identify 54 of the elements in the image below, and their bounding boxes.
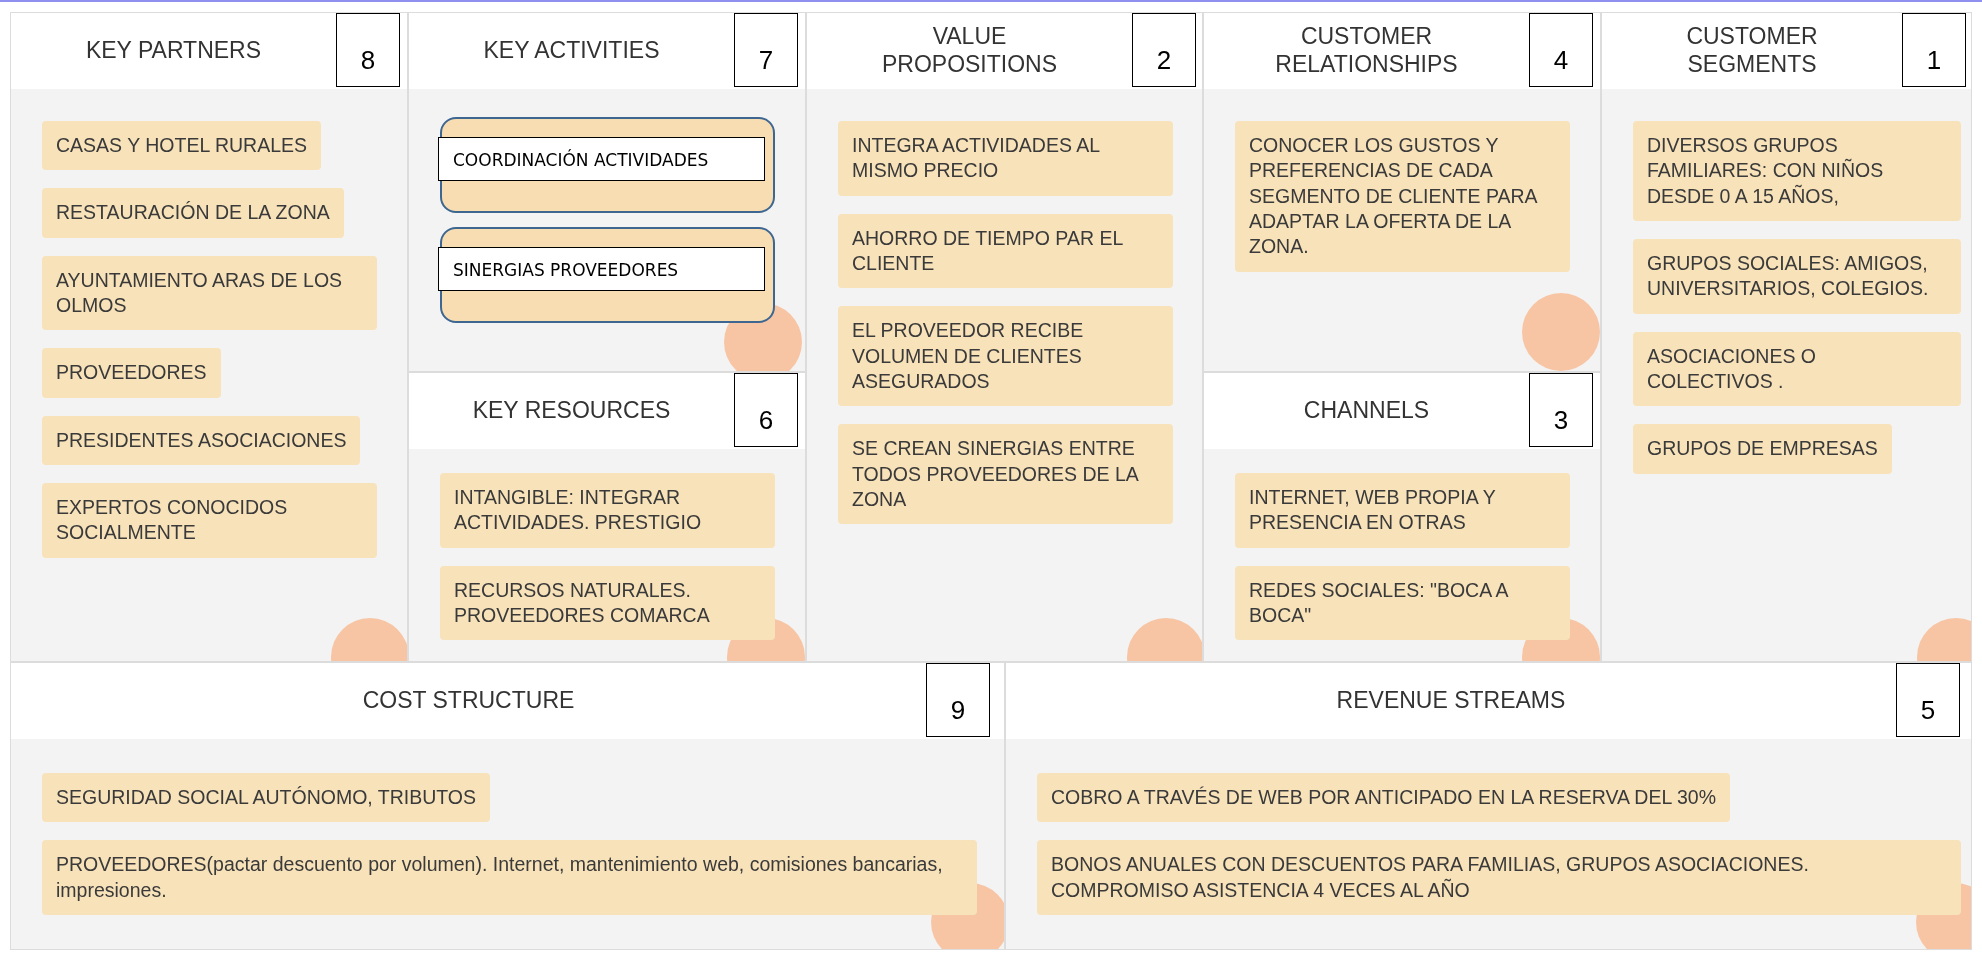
note-card: GRUPOS SOCIALES: AMIGOS, UNIVERSITARIOS, COLEGIOS. <box>1633 239 1961 314</box>
note-card: GRUPOS DE EMPRESAS <box>1633 424 1892 474</box>
note-card: COBRO A TRAVÉS DE WEB POR ANTICIPADO EN LA RESERVA DEL 30% <box>1037 773 1731 823</box>
step-number: 8 <box>336 13 400 87</box>
note-card: CONOCER LOS GUSTOS Y PREFERENCIAS DE CADA SEGMENTO DE CLIENTE PARA ADAPTAR LA OFERTA DE LA ZONA. <box>1235 121 1570 272</box>
note-card: INTANGIBLE: INTEGRAR ACTIVIDADES. PRESTIGIO <box>440 473 775 548</box>
step-number: 5 <box>1896 663 1960 737</box>
section-title: REVENUE STREAMS <box>1335 686 1567 716</box>
note-card: PROVEEDORES <box>42 348 221 398</box>
note-card: RECURSOS NATURALES. PROVEEDORES COMARCA <box>440 565 775 641</box>
note-card: BONOS ANUALES CON DESCUENTOS PARA FAMILIAS, GRUPOS ASOCIACIONES. COMPROMISO ASISTENCIA 4 VECES AL AÑO <box>1037 840 1961 916</box>
section-title: COST STRUCTURE <box>361 686 576 716</box>
note-card: DIVERSOS GRUPOS FAMILIARES: CON NIÑOS DESDE 0 A 15 AÑOS, <box>1633 121 1961 222</box>
canvas-section <box>10 12 408 662</box>
canvas-section <box>408 372 806 662</box>
canvas-section <box>1601 12 1972 662</box>
note-card: EXPERTOS CONOCIDOS SOCIALMENTE <box>42 483 377 558</box>
note-card: REDES SOCIALES: "BOCA A BOCA" <box>1235 565 1570 641</box>
canvas-section <box>1203 12 1601 372</box>
section-title: CUSTOMER SEGMENTS <box>1685 22 1819 79</box>
note-card: PRESIDENTES ASOCIACIONES <box>42 415 361 466</box>
note-card: ASOCIACIONES O COLECTIVOS . <box>1633 331 1961 407</box>
note-card: PROVEEDORES(pactar descuento por volumen). Internet, mantenimiento web, comisiones bancarias, impresiones. <box>42 840 977 916</box>
note-card: INTERNET, WEB PROPIA Y PRESENCIA EN OTRAS <box>1235 473 1570 548</box>
step-number: 6 <box>734 373 798 447</box>
note-card: SEGURIDAD SOCIAL AUTÓNOMO, TRIBUTOS <box>42 773 491 823</box>
canvas-section <box>806 12 1203 662</box>
canvas-section <box>10 662 1005 950</box>
step-number: 4 <box>1529 13 1593 87</box>
activity-card <box>440 117 775 213</box>
card-text: COORDINACIÓN ACTIVIDADES <box>438 137 765 181</box>
section-title: VALUE PROPOSITIONS <box>880 22 1059 79</box>
note-card: AHORRO DE TIEMPO PAR EL CLIENTE <box>838 213 1173 289</box>
note-card: RESTAURACIÓN DE LA ZONA <box>42 188 344 238</box>
section-title: CHANNELS <box>1302 396 1431 426</box>
note-card: CASAS Y HOTEL RURALES <box>42 121 322 171</box>
step-number: 3 <box>1529 373 1593 447</box>
section-title: KEY RESOURCES <box>471 396 672 426</box>
note-card: SE CREAN SINERGIAS ENTRE TODOS PROVEEDORES DE LA ZONA <box>838 424 1173 525</box>
canvas-section <box>408 12 806 372</box>
step-number: 2 <box>1132 13 1196 87</box>
canvas-section <box>1203 372 1601 662</box>
note-card: AYUNTAMIENTO ARAS DE LOS OLMOS <box>42 255 377 331</box>
note-card: INTEGRA ACTIVIDADES AL MISMO PRECIO <box>838 121 1173 196</box>
section-title: CUSTOMER RELATIONSHIPS <box>1274 22 1459 79</box>
step-number: 1 <box>1902 13 1966 87</box>
section-title: KEY ACTIVITIES <box>482 36 661 66</box>
step-number: 7 <box>734 13 798 87</box>
section-title: KEY PARTNERS <box>84 36 263 66</box>
activity-card <box>440 227 775 323</box>
canvas-section <box>1005 662 1972 950</box>
step-number: 9 <box>926 663 990 737</box>
card-text: SINERGIAS PROVEEDORES <box>438 247 765 291</box>
note-card: EL PROVEEDOR RECIBE VOLUMEN DE CLIENTES ASEGURADOS <box>838 306 1173 407</box>
